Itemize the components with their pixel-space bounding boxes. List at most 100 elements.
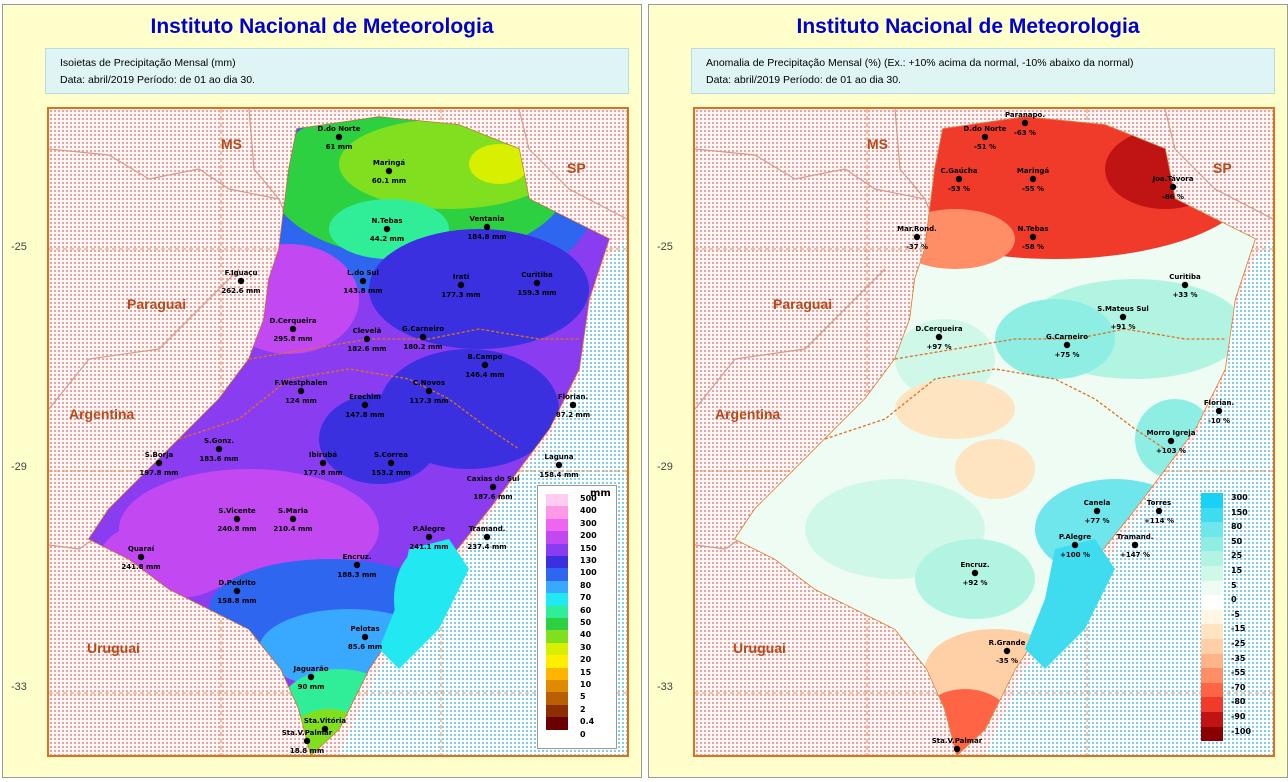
station-value: +100 % xyxy=(1060,551,1090,559)
station-dot xyxy=(971,569,979,577)
station-marker[interactable]: Joa.Távora-86 % xyxy=(1152,175,1194,201)
station-value: 177.8 mm xyxy=(303,469,342,477)
station-marker[interactable]: D.do Norte-51 % xyxy=(964,125,1007,151)
station-marker[interactable]: P.Alegre+100 % xyxy=(1059,533,1092,559)
station-name: Canela xyxy=(1084,499,1111,507)
station-dot xyxy=(489,483,497,491)
legend-label: 60 xyxy=(580,605,592,615)
station-marker[interactable]: Encruz.188.3 mm xyxy=(337,553,376,579)
legend-swatch xyxy=(546,605,568,618)
station-marker[interactable]: Morro Igreja+103 % xyxy=(1147,429,1196,455)
station-marker[interactable]: Tramand.237.4 mm xyxy=(467,525,506,551)
legend-label: 300 xyxy=(580,518,597,528)
station-marker[interactable]: Paranapo.-63 % xyxy=(1005,111,1045,137)
station-marker[interactable]: Maringá-55 % xyxy=(1017,167,1050,193)
station-dot xyxy=(483,533,491,541)
station-marker[interactable]: S.Mateus Sul+91 % xyxy=(1097,305,1149,331)
station-marker[interactable]: D.Cerqueira+97 % xyxy=(915,325,962,351)
station-marker[interactable]: N.Tebas-58 % xyxy=(1017,225,1048,251)
station-marker[interactable]: Mar.Rond. -37 % xyxy=(897,225,937,251)
anomaly-map[interactable]: MS SP Paraguai Argentina Uruguai Paranap… xyxy=(693,107,1275,757)
precipitation-map[interactable]: MS SP Paraguai Argentina Uruguai D.do No… xyxy=(47,107,629,757)
station-marker[interactable]: G.Carneiro+75 % xyxy=(1046,333,1088,359)
station-marker[interactable]: Sta.Vitória xyxy=(304,717,346,733)
station-marker[interactable]: Curitiba+33 % xyxy=(1169,273,1201,299)
legend-label: -35 xyxy=(1231,653,1246,663)
legend-swatch xyxy=(1201,712,1223,727)
legend-swatch xyxy=(546,518,568,532)
station-marker[interactable]: Florian.-10 % xyxy=(1204,399,1234,425)
station-value: 90 mm xyxy=(298,683,325,691)
legend-swatch xyxy=(1201,697,1223,712)
station-marker[interactable]: Torres+114 % xyxy=(1144,499,1174,525)
legend-swatch xyxy=(546,618,568,631)
legend-swatch xyxy=(546,568,568,581)
legend-swatch xyxy=(546,717,568,730)
station-dot xyxy=(555,461,563,469)
station-value: 146.4 mm xyxy=(465,371,504,379)
station-marker[interactable]: Canela+77 % xyxy=(1084,499,1111,525)
station-value: -63 % xyxy=(1014,129,1036,137)
station-name: F.Iguaçu xyxy=(225,269,258,277)
station-dot xyxy=(1029,233,1037,241)
station-dot xyxy=(137,553,145,561)
legend-label: 25 xyxy=(1231,551,1243,561)
station-value: 180.2 mm xyxy=(403,343,442,351)
station-dot xyxy=(913,233,921,241)
legend-label: 50 xyxy=(580,618,592,627)
legend-swatch xyxy=(546,630,568,643)
station-name: C.Gaúcha xyxy=(940,167,977,175)
station-value: 61 mm xyxy=(326,143,353,151)
station-name: Caxias do Sul xyxy=(467,475,520,483)
legend-swatch xyxy=(1201,624,1223,639)
station-dot xyxy=(359,277,367,285)
station-value: +147 % xyxy=(1120,551,1150,559)
station-name: Tramand. xyxy=(469,525,506,533)
station-value: -37 % xyxy=(906,243,928,251)
station-value: 210.4 mm xyxy=(273,525,312,533)
station-marker[interactable]: Encruz.+92 % xyxy=(960,561,989,587)
station-dot xyxy=(425,533,433,541)
station-marker[interactable]: Tramand.+147 % xyxy=(1117,533,1154,559)
station-marker[interactable]: Sta.V.Palmar-75 % xyxy=(932,737,983,755)
station-value: +91 % xyxy=(1110,323,1135,331)
station-name: Mar.Rond. xyxy=(897,225,937,233)
station-marker[interactable]: Florian.87.2 mm xyxy=(556,393,590,419)
legend-swatch xyxy=(546,692,568,705)
station-marker[interactable]: C.Gaúcha-53 % xyxy=(940,167,977,193)
station-marker[interactable]: R.Grande-35 % xyxy=(989,639,1026,665)
station-value: 241.8 mm xyxy=(121,563,160,571)
legend-swatch xyxy=(546,531,568,544)
station-marker[interactable]: S.Gonz.183.6 mm xyxy=(199,437,238,463)
station-name: N.Tebas xyxy=(1017,225,1048,233)
legend-unit: mm xyxy=(590,488,611,499)
